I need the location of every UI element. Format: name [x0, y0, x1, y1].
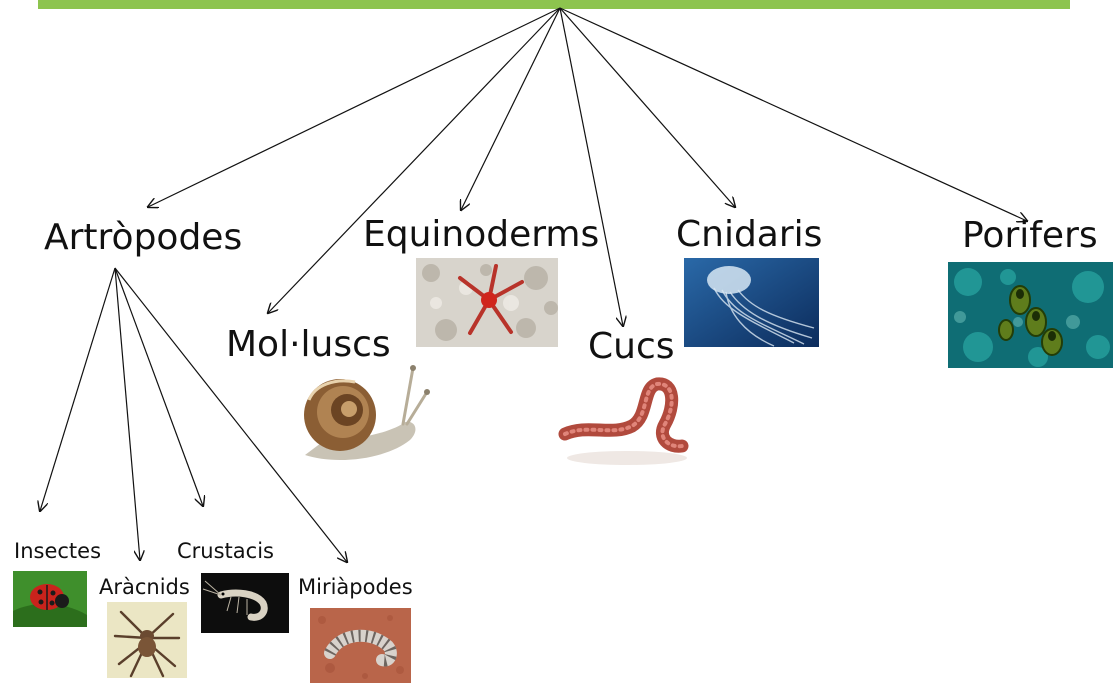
- spider-photo: [107, 602, 187, 678]
- label-crustacis: Crustacis: [177, 541, 274, 562]
- arrow-to-equinoderms: [461, 8, 560, 210]
- sponge-photo: [948, 262, 1113, 368]
- label-porifers: Porifers: [962, 218, 1098, 254]
- arrow-to-porifers: [560, 8, 1027, 221]
- earthworm-photo: [557, 376, 692, 468]
- label-cnidaris: Cnidaris: [676, 217, 822, 253]
- arrow-to-insectes: [40, 268, 115, 511]
- arrow-to-cucs: [560, 8, 623, 326]
- millipede-photo: [310, 608, 411, 683]
- label-miriapodes: Miriàpodes: [298, 577, 413, 598]
- starfish-photo: [416, 258, 558, 347]
- label-equinoderms: Equinoderms: [363, 217, 599, 253]
- label-molluscs: Mol·luscs: [226, 327, 391, 363]
- arrow-to-crustacis: [115, 268, 203, 506]
- arrow-to-artropodes: [148, 8, 560, 207]
- label-cucs: Cucs: [588, 329, 675, 365]
- shrimp-photo: [201, 573, 289, 633]
- arrow-to-cnidaris: [560, 8, 735, 207]
- ladybug-photo: [13, 571, 87, 627]
- label-artropodes: Artròpodes: [44, 220, 242, 256]
- arrow-to-aracnids: [115, 268, 140, 560]
- snail-photo: [285, 360, 430, 470]
- jellyfish-photo: [684, 258, 819, 347]
- label-aracnids: Aràcnids: [99, 577, 190, 598]
- label-insectes: Insectes: [14, 541, 101, 562]
